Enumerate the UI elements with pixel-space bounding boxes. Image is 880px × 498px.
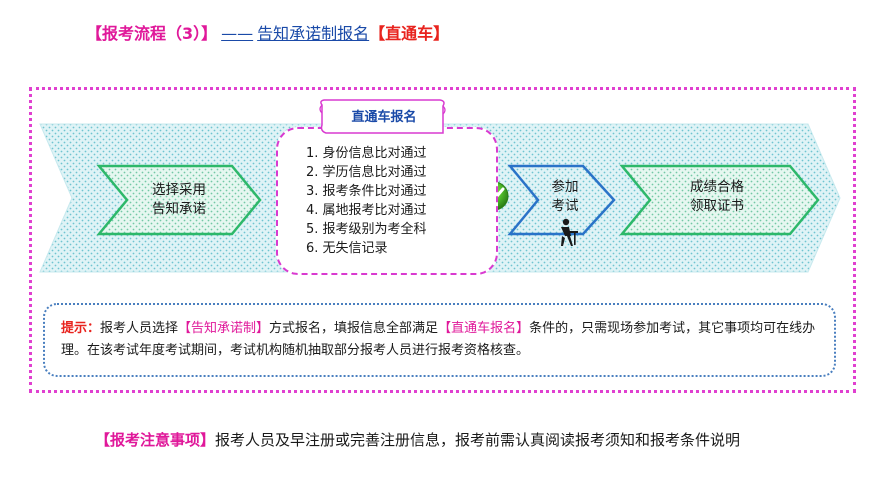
notice-paragraph: 【报考注意事项】报考人员及早注册或完善注册信息，报考前需认真阅读报考须知和报考条… <box>43 428 803 453</box>
checklist-item: 5. 报考级别为考全科 <box>306 222 427 237</box>
checklist: 1. 身份信息比对通过 2. 学历信息比对通过 3. 报考条件比对通过 4. 属… <box>306 144 427 258</box>
tip-box: 提示：报考人员选择【告知承诺制】方式报名，填报信息全部满足【直通车报名】条件的，… <box>43 303 836 377</box>
tip-label: 提示： <box>61 321 101 336</box>
notice-text: 报考人员及早注册或完善注册信息，报考前需认真阅读报考须知和报考条件说明 <box>215 431 741 449</box>
checklist-item: 6. 无失信记录 <box>306 241 388 256</box>
checklist-item: 2. 学历信息比对通过 <box>306 165 427 180</box>
step3-label: 参加 考试 <box>551 179 579 214</box>
step4-label: 成绩合格 领取证书 <box>690 179 744 214</box>
exam-person-icon <box>561 218 578 246</box>
checklist-item: 1. 身份信息比对通过 <box>306 146 427 161</box>
page-title: 【报考流程（3）】——告知承诺制报名【直通车】 <box>86 20 449 44</box>
step1-label: 选择采用 告知承诺 <box>152 182 206 217</box>
diagram-frame <box>29 87 856 393</box>
title-prefix: 【报考流程（3）】 <box>86 24 218 43</box>
notice-label: 【报考注意事项】 <box>95 431 216 449</box>
checklist-panel <box>276 127 498 275</box>
title-dash: —— <box>221 24 254 43</box>
checklist-item: 3. 报考条件比对通过 <box>306 184 427 199</box>
tip-text: 报考人员选择 <box>100 321 179 336</box>
step1-arrow <box>96 164 262 236</box>
tip-text: 条件的，只需现场参加考试，其它事项均可在线办理。在该考试年度考试期间，考试机构随… <box>61 321 816 358</box>
banner: 直通车报名 <box>319 99 446 134</box>
banner-label: 直通车报名 <box>351 109 416 125</box>
title-link[interactable]: 告知承诺制报名 <box>257 24 370 43</box>
step3-arrow <box>507 164 616 236</box>
tip-highlight: 【直通车报名】 <box>438 321 530 336</box>
step4-arrow <box>619 164 820 236</box>
tip-highlight: 【告知承诺制】 <box>178 321 270 336</box>
checklist-item: 4. 属地报考比对通过 <box>306 203 427 218</box>
tip-text: 方式报名，填报信息全部满足 <box>269 321 439 336</box>
title-suffix: 【直通车】 <box>369 24 450 43</box>
